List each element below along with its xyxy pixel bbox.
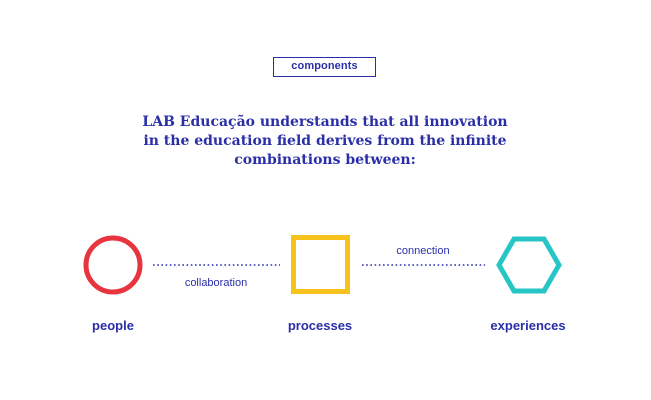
people-circle-icon xyxy=(83,235,143,295)
people-label: people xyxy=(92,318,134,333)
experiences-hexagon-icon xyxy=(496,236,562,294)
collaboration-label: collaboration xyxy=(184,277,248,289)
experiences-label: experiences xyxy=(490,318,566,333)
headline-line-2: in the education field derives from the … xyxy=(143,133,507,149)
components-tag: components xyxy=(273,57,376,77)
headline-line-3: combinations between: xyxy=(234,152,416,168)
headline: LAB Educação understands that all innova… xyxy=(110,113,540,170)
connection-label: connection xyxy=(396,245,450,257)
headline-line-1: LAB Educação understands that all innova… xyxy=(142,114,508,130)
processes-label: processes xyxy=(287,318,353,333)
processes-square-icon xyxy=(291,235,350,294)
